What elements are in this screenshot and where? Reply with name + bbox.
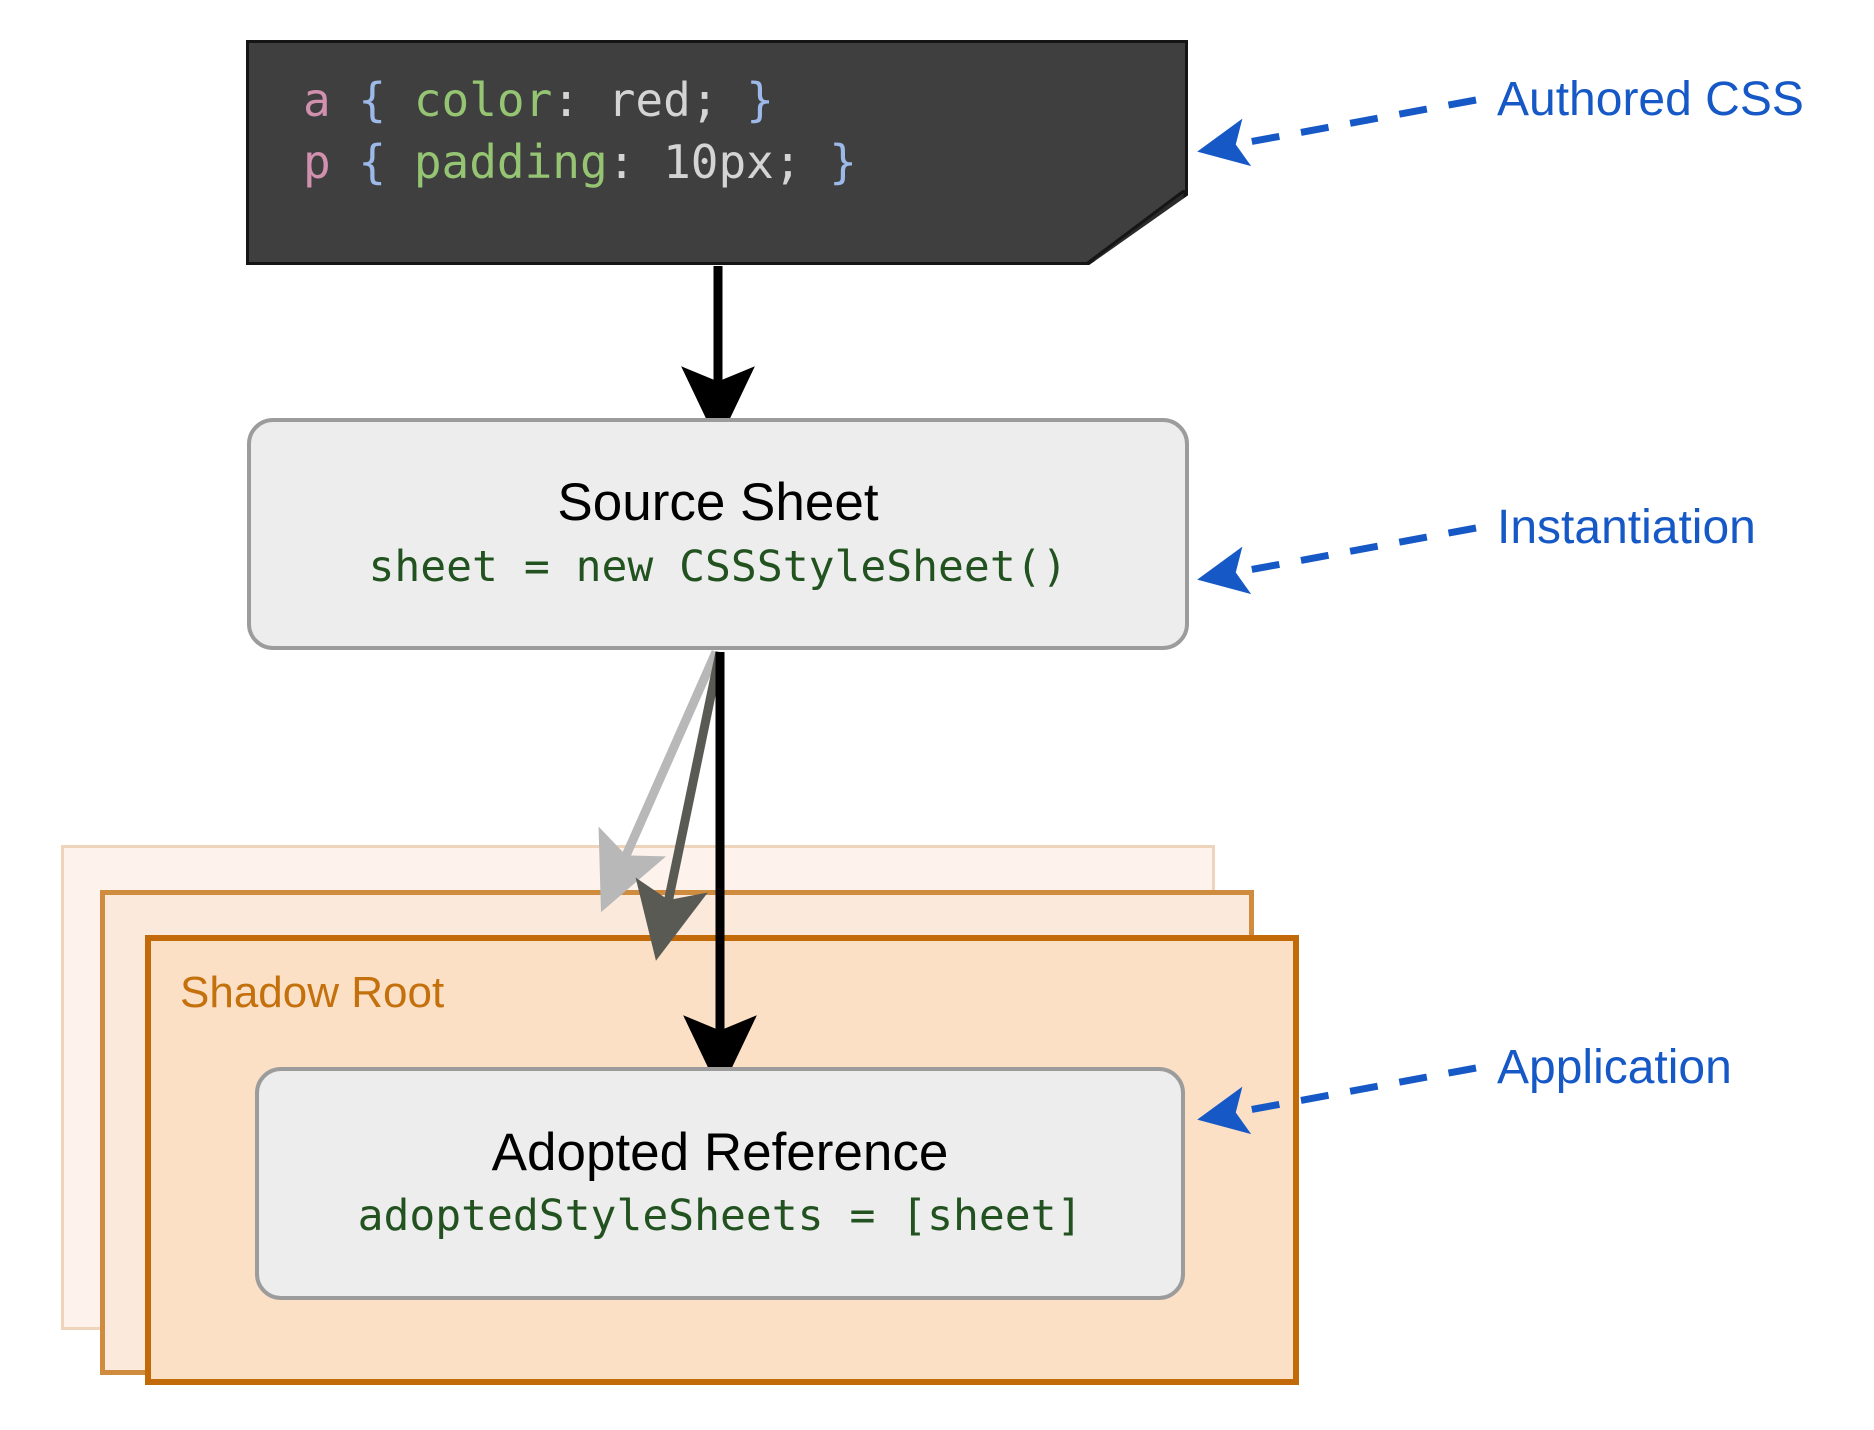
css-code-text: a { color: red; } p { padding: 10px; } <box>303 69 857 193</box>
callout-label-application: Application <box>1497 1041 1732 1094</box>
source-sheet-title: Source Sheet <box>557 473 879 533</box>
source-sheet-code: sheet = new CSSStyleSheet() <box>368 541 1068 592</box>
css-colon-2: : <box>607 135 636 189</box>
css-brace-close-1: } <box>746 73 774 127</box>
css-value-red: red; <box>607 73 719 127</box>
css-brace-open-2: { <box>358 135 387 189</box>
css-selector-a: a <box>303 73 331 127</box>
source-sheet-node: Source Sheet sheet = new CSSStyleSheet() <box>247 418 1189 650</box>
callout-label-authored-css: Authored CSS <box>1497 73 1804 126</box>
css-brace-close-2: } <box>829 135 857 189</box>
css-colon-1: : <box>552 73 580 127</box>
css-value-10px: 10px; <box>663 135 802 189</box>
adopted-reference-code: adoptedStyleSheets = [sheet] <box>357 1191 1083 1242</box>
css-selector-p: p <box>303 135 331 189</box>
css-property-color: color <box>413 73 553 127</box>
shadow-root-label: Shadow Root <box>180 968 445 1017</box>
page-fold-icon <box>1085 190 1185 262</box>
callout-label-instantiation: Instantiation <box>1497 501 1756 554</box>
css-property-padding: padding <box>413 135 608 189</box>
adopted-reference-title: Adopted Reference <box>491 1122 949 1182</box>
callout-leader-authored-css <box>1197 96 1477 167</box>
authored-css-code-block: a { color: red; } p { padding: 10px; } <box>246 40 1188 265</box>
arrow-source-to-shadow-back <box>598 650 721 913</box>
callout-leader-instantiation <box>1197 524 1477 595</box>
adopted-reference-node: Adopted Reference adoptedStyleSheets = [… <box>255 1067 1185 1300</box>
css-brace-open-1: { <box>358 73 387 127</box>
